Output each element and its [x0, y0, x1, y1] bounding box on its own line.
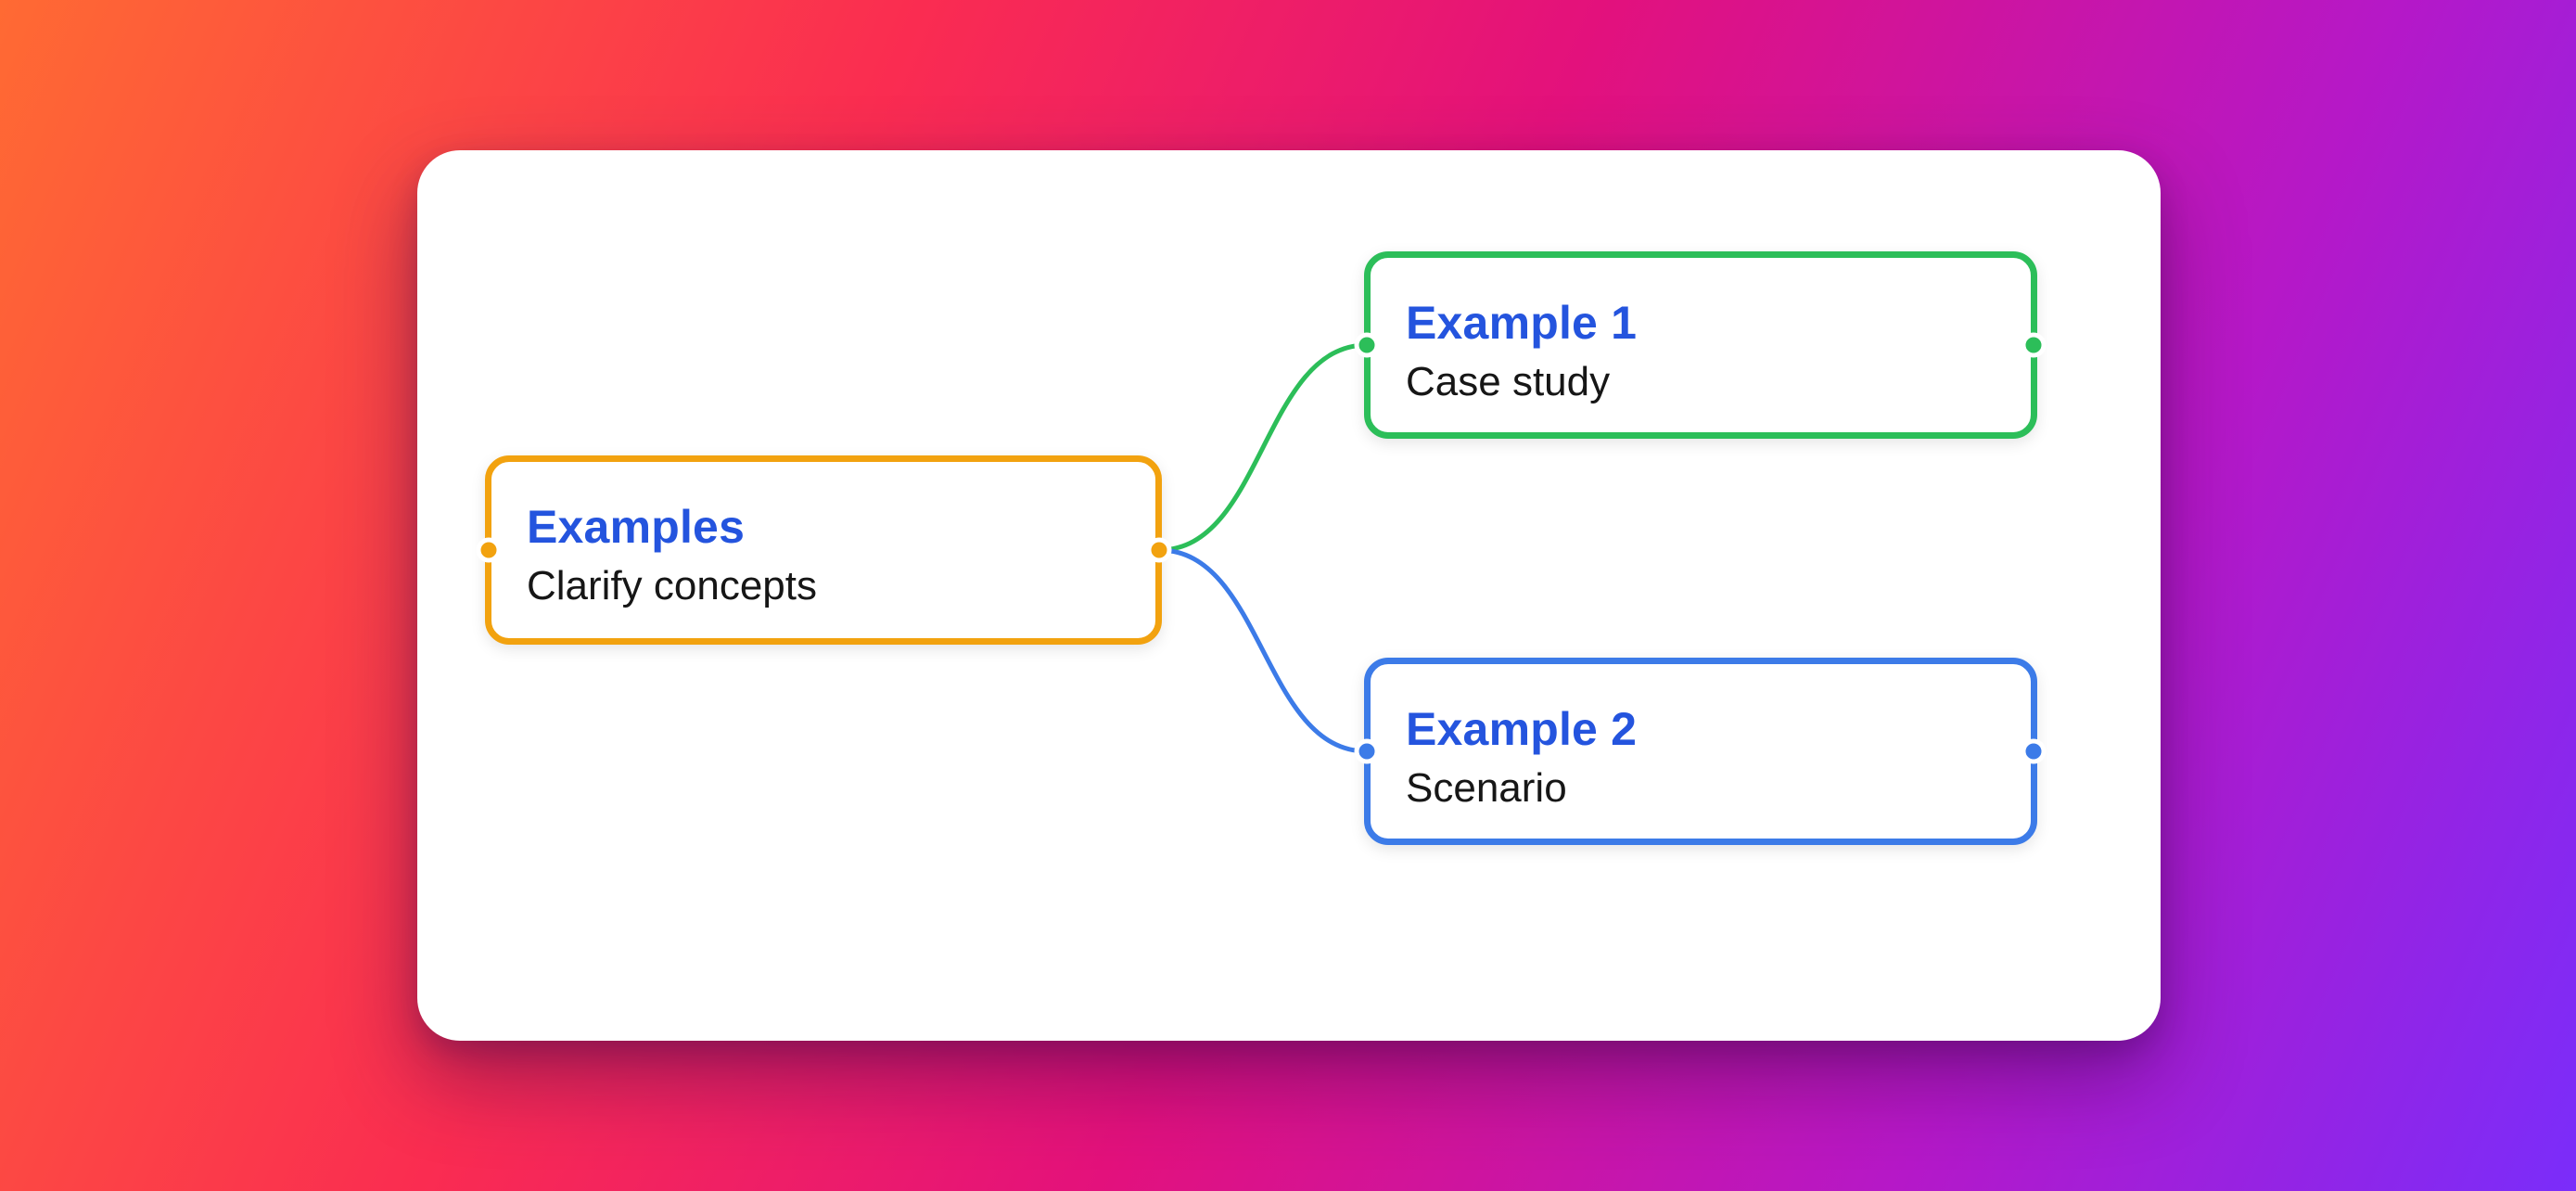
node-example-2-title: Example 2	[1406, 703, 1638, 755]
node-example-2[interactable]: Example 2 Scenario	[1364, 658, 2037, 845]
node-example-1[interactable]: Example 1 Case study	[1364, 251, 2037, 439]
node-examples-title: Examples	[527, 501, 746, 553]
node-examples[interactable]: Examples Clarify concepts	[485, 455, 1162, 645]
node-examples-subtitle: Clarify concepts	[527, 563, 818, 608]
node-example-1-title: Example 1	[1406, 297, 1638, 349]
node-example-1-subtitle: Case study	[1406, 359, 1611, 404]
node-example-2-subtitle: Scenario	[1406, 765, 1567, 811]
